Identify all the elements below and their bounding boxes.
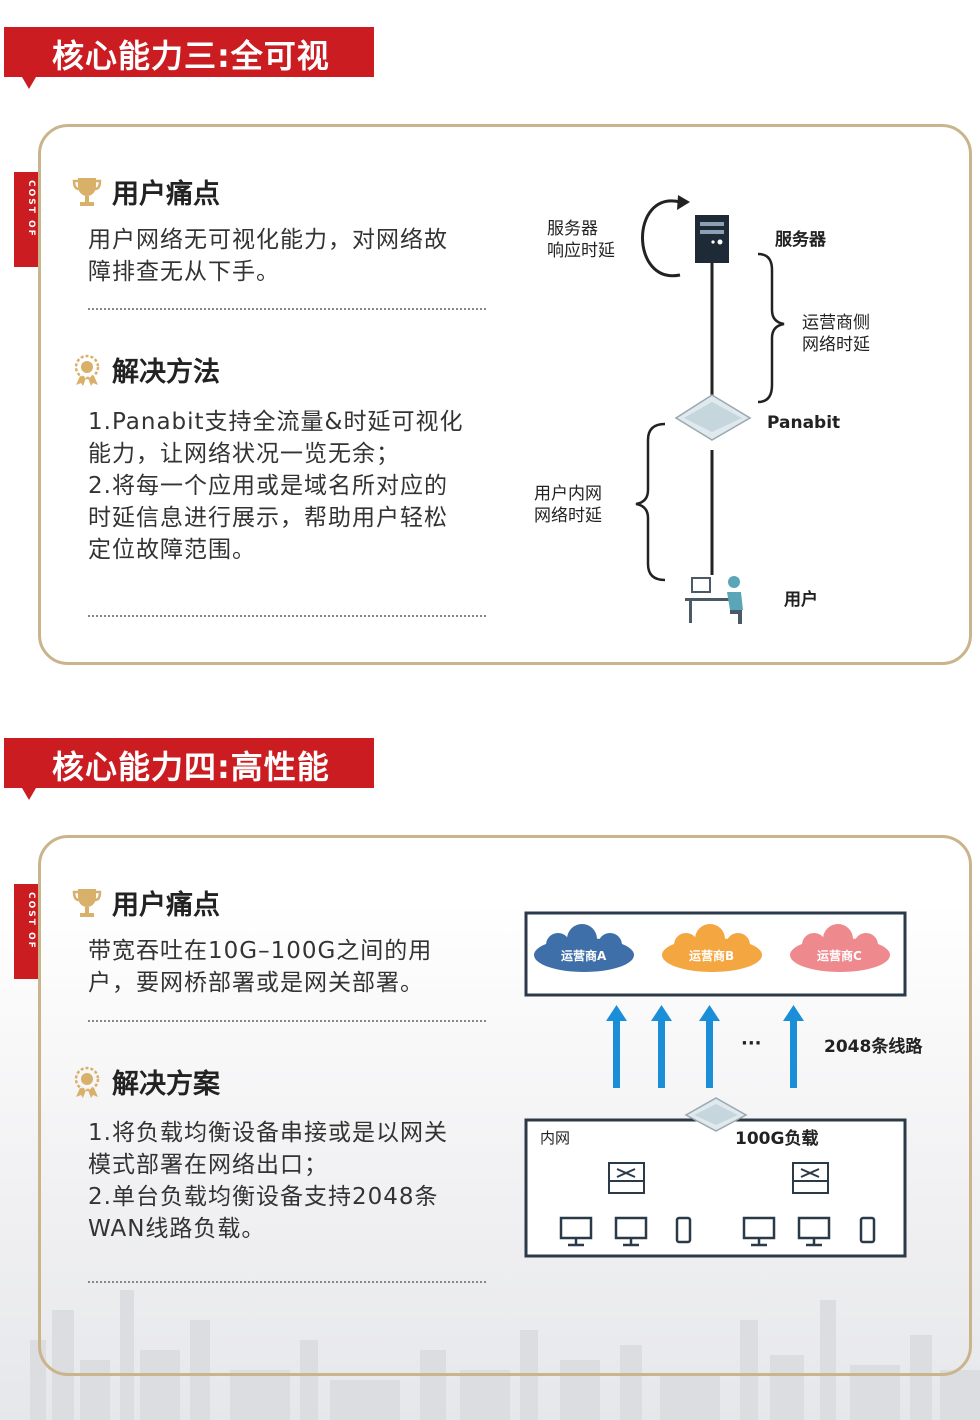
arrowhead (699, 1005, 720, 1021)
load-capacity-label: 100G负载 (735, 1129, 819, 1149)
phone-icon (675, 1216, 692, 1244)
solution-heading: 解决方案 (72, 1062, 220, 1101)
monitor-icon (559, 1216, 593, 1247)
arrowhead (783, 1005, 804, 1021)
isp-latency-label: 运营商侧 网络时延 (802, 313, 870, 355)
dotted-divider (88, 308, 486, 310)
cloud-isp-c (790, 924, 890, 972)
pain-point-text: 带宽吞吐在10G–100G之间的用 户，要网桥部署或是网关部署。 (88, 938, 433, 996)
city-skyline-background (30, 1290, 980, 1420)
arrowhead (651, 1005, 672, 1021)
dotted-divider (88, 1281, 486, 1283)
dotted-divider (88, 1020, 486, 1022)
server-label: 服务器 (775, 230, 826, 250)
side-tag: COST OF (14, 172, 38, 267)
pain-point-text: 用户网络无可视化能力，对网络故 障排查无从下手。 (88, 227, 448, 285)
arrowhead (606, 1005, 627, 1021)
lan-latency-label: 用户内网 网络时延 (534, 484, 602, 526)
pain-point-title: 用户痛点 (112, 890, 220, 921)
side-tag-text: COST OF (26, 180, 36, 238)
isp-b-label: 运营商B (689, 949, 735, 963)
cloud-isp-b (662, 924, 762, 972)
lan-latency-brace (635, 422, 666, 582)
trophy-icon (72, 888, 102, 917)
phone-icon (859, 1216, 876, 1244)
section-banner-visibility: 核心能力三:全可视 (4, 27, 374, 89)
pain-point-heading: 用户痛点 (72, 883, 220, 922)
lan-label: 内网 (540, 1129, 571, 1147)
monitor-icon (614, 1216, 648, 1247)
pain-point-heading: 用户痛点 (72, 172, 220, 211)
performance-diagram (524, 911, 907, 1258)
capability-card-visibility (38, 124, 972, 665)
panabit-device-icon (674, 394, 752, 441)
solution-text: 1.将负载均衡设备串接或是以网关 模式部署在网络出口； 2.单台负载均衡设备支持… (88, 1120, 448, 1242)
switch-icon (792, 1162, 829, 1194)
banner-pointer (22, 788, 36, 800)
isp-a-label: 运营商A (561, 949, 607, 963)
uplink-arrow (790, 1020, 797, 1088)
trophy-icon (72, 177, 102, 206)
switch-icon (608, 1162, 645, 1194)
section-banner-performance: 核心能力四:高性能 (4, 738, 374, 800)
server-latency-label: 服务器 响应时延 (547, 219, 615, 261)
isp-c-label: 运营商C (817, 949, 862, 963)
monitor-icon (797, 1216, 831, 1247)
banner-pointer (22, 77, 36, 89)
monitor-icon (742, 1216, 776, 1247)
latency-diagram (635, 195, 785, 624)
medal-icon (74, 1066, 100, 1098)
ellipsis: ··· (741, 1033, 762, 1054)
loop-arrowhead (677, 195, 690, 210)
response-loop-arrow (641, 199, 681, 278)
uplink-arrows (606, 1005, 804, 1088)
side-tag-text: COST OF (26, 892, 36, 950)
capability-card-performance (38, 835, 972, 1376)
section-title: 核心能力四:高性能 (52, 748, 330, 786)
solution-text: 1.Panabit支持全流量&时延可视化 能力，让网络状况一览无余； 2.将每一… (88, 409, 464, 563)
lan-box (524, 1118, 907, 1258)
solution-title: 解决方案 (112, 1069, 220, 1100)
uplink-arrow (613, 1020, 620, 1088)
medal-icon (74, 354, 100, 386)
user-at-desk-icon (685, 576, 743, 624)
pain-point-title: 用户痛点 (112, 179, 220, 210)
lines-count-label: 2048条线路 (824, 1037, 923, 1057)
side-tag: COST OF (14, 884, 38, 979)
isp-latency-brace (757, 252, 785, 404)
solution-heading: 解决方法 (72, 350, 220, 389)
uplink-arrow (706, 1020, 713, 1088)
cloud-isp-a (534, 924, 634, 972)
server-icon (695, 215, 729, 263)
panabit-label: Panabit (767, 413, 841, 433)
user-label: 用户 (784, 590, 818, 610)
load-balancer-device-icon (684, 1097, 748, 1132)
section-title: 核心能力三:全可视 (52, 37, 330, 75)
uplink-arrow (658, 1020, 665, 1088)
solution-title: 解决方法 (112, 357, 220, 388)
dotted-divider (88, 615, 486, 617)
